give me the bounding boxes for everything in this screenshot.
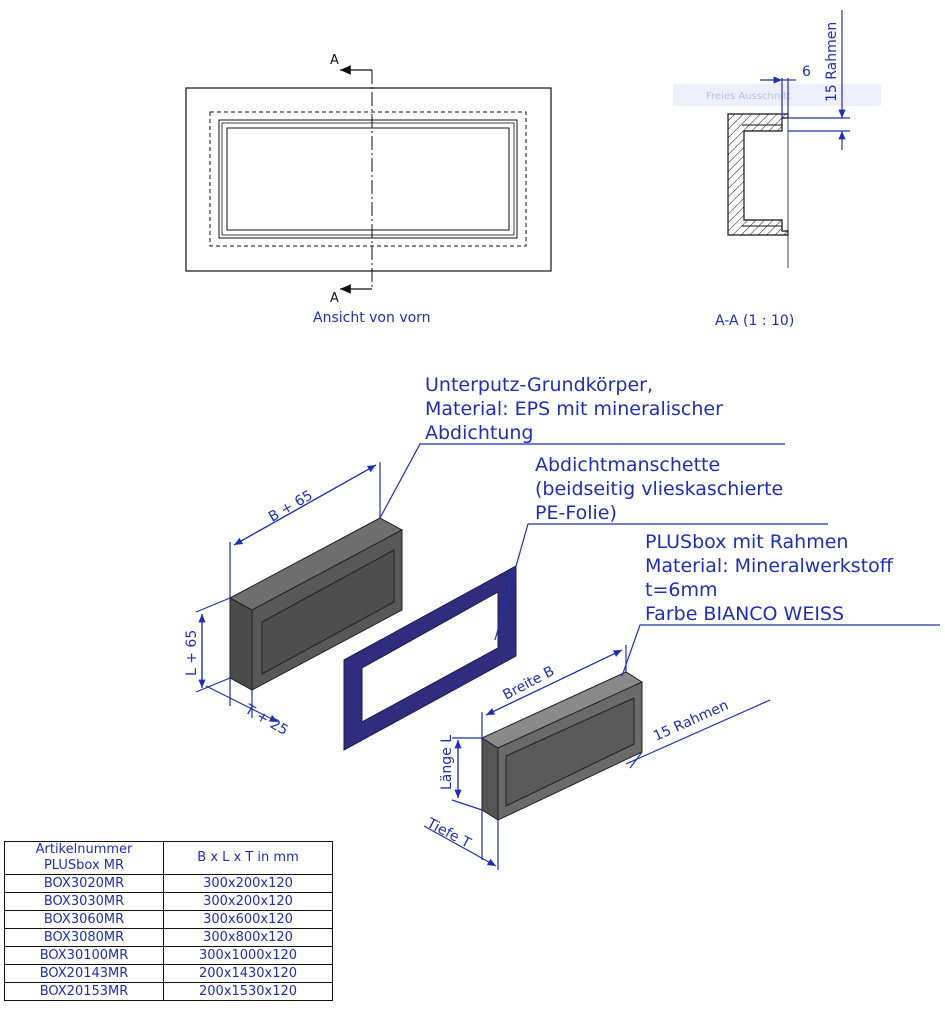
front-view-frame-outer: [218, 119, 518, 239]
front-view: A A Ansicht von vorn: [185, 53, 552, 326]
section-mark-top: A: [330, 53, 339, 68]
front-view-frame-inner: [226, 127, 510, 231]
dim-box-depth-line: [423, 825, 497, 867]
dim-body-width: B + 65: [266, 488, 316, 526]
dim-box-width: Breite B: [500, 663, 557, 703]
ghost-annotation-text: Freies Ausschnitt: [706, 91, 791, 102]
dim-box-height: Länge L: [439, 735, 455, 790]
front-view-frame-mid: [221, 122, 515, 236]
label-sleeve-line-2: (beidseitig vlieskaschierte: [535, 478, 783, 500]
dimensions-cell: 200x1530x120: [163, 982, 333, 1001]
article-number-cell: BOX3020MR: [4, 874, 164, 893]
leader-sleeve: [494, 523, 828, 641]
front-view-outer-outline: [185, 87, 552, 272]
label-box-line-1: PLUSbox mit Rahmen: [645, 531, 848, 553]
dim-box-depth: Tiefe T: [423, 815, 473, 852]
eps-body: [228, 517, 404, 691]
label-sleeve-line-3: PE-Folie): [535, 502, 617, 524]
dimensions-cell: 200x1430x120: [163, 964, 333, 983]
label-box: PLUSbox mit Rahmen Material: Mineralwerk…: [645, 531, 899, 625]
article-table: Artikelnummer PLUSbox MR B x L x T in mm…: [4, 841, 333, 1001]
label-box-line-2: Material: Mineralwerkstoff: [645, 555, 894, 577]
section-mark-bottom: A: [330, 291, 339, 306]
dimensions-cell: 300x600x120: [163, 910, 333, 929]
sealing-sleeve: [343, 565, 517, 751]
leader-box: [621, 624, 940, 677]
exploded-view: B + 65 L + 65 T + 25 Breite B Länge L Ti…: [184, 374, 940, 870]
dim-box-frame: 15 Rahmen: [651, 697, 731, 744]
dim-body-height: L + 65: [184, 630, 200, 676]
eps-body-side: [229, 597, 253, 691]
dimensions-cell: 300x1000x120: [163, 946, 333, 965]
leader-body: [379, 443, 785, 519]
dim-body-depth: T + 25: [241, 701, 291, 739]
article-number-cell: BOX20143MR: [4, 964, 164, 983]
dimensions-cell: 300x800x120: [163, 928, 333, 947]
plusbox: [480, 671, 644, 821]
label-box-line-3: t=6mm: [645, 579, 717, 601]
dim-box-frame-line: [625, 699, 771, 765]
front-view-caption: Ansicht von vorn: [313, 310, 431, 326]
dimensions-cell: 300x200x120: [163, 874, 333, 893]
article-number-header: Artikelnummer PLUSbox MR: [4, 841, 164, 875]
dimensions-header: B x L x T in mm: [163, 841, 333, 875]
eps-body-recess: [261, 549, 395, 675]
dim-frame: 15 Rahmen: [824, 22, 840, 102]
dimensions-cell: 300x200x120: [163, 892, 333, 911]
label-body-line-2: Material: EPS mit mineralischer: [425, 398, 723, 420]
label-sleeve-line-1: Abdichtmanschette: [535, 454, 720, 476]
article-table-header: Artikelnummer PLUSbox MR B x L x T in mm: [4, 841, 333, 875]
section-profile: [727, 113, 789, 236]
label-body-line-3: Abdichtung: [425, 422, 533, 444]
article-number-cell: BOX3060MR: [4, 910, 164, 929]
label-body: Unterputz-Grundkörper, Material: EPS mit…: [425, 374, 729, 444]
plusbox-recess: [505, 697, 635, 807]
article-number-cell: BOX3080MR: [4, 928, 164, 947]
dim-frame-thickness: 6: [802, 64, 811, 80]
article-number-cell: BOX30100MR: [4, 946, 164, 965]
label-sleeve: Abdichtmanschette (beidseitig vlieskasch…: [535, 454, 789, 524]
article-number-cell: BOX3030MR: [4, 892, 164, 911]
article-number-cell: BOX20153MR: [4, 982, 164, 1001]
dim-body-depth-line: [205, 685, 279, 723]
ghost-annotation-box: [673, 84, 881, 106]
plusbox-side: [481, 737, 499, 821]
front-view-opening-dashed: [209, 111, 527, 247]
label-body-line-1: Unterputz-Grundkörper,: [425, 374, 653, 396]
label-box-line-4: Farbe BIANCO WEISS: [645, 603, 844, 625]
section-view-caption: A-A (1 : 10): [715, 313, 794, 329]
section-view: Freies Ausschnitt 6 15 Rahmen A-A (1 : 1…: [673, 10, 881, 329]
